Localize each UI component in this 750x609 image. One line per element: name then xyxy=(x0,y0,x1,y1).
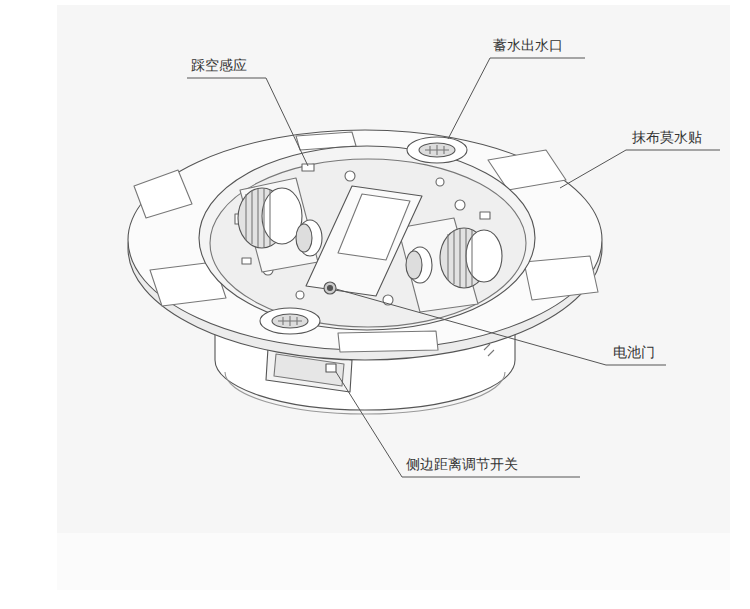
part-label: 踩空感应 xyxy=(190,56,248,74)
leader-line xyxy=(336,289,666,365)
robot-body xyxy=(128,130,602,414)
panel-footer xyxy=(57,533,730,590)
part-label: 电池门 xyxy=(612,343,656,361)
leader-line xyxy=(336,372,580,477)
leader-line xyxy=(560,150,720,188)
part-label: 侧边距离调节开关 xyxy=(405,455,519,473)
leader-line xyxy=(187,78,308,166)
leader-lines xyxy=(187,58,720,477)
part-label: 抹布莫水贴 xyxy=(631,128,703,146)
panel-ground xyxy=(57,5,730,533)
part-label: 蓄水出水口 xyxy=(492,36,564,54)
leader-line xyxy=(448,58,585,139)
